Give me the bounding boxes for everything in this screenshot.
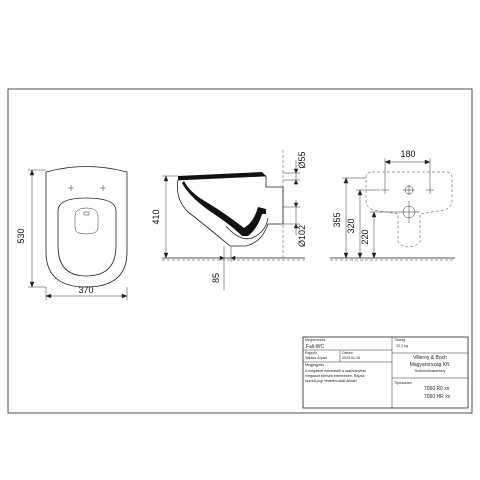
tb-date-label: Dátum [342,351,353,355]
front-width-dimension [45,287,128,300]
tb-company-2: Magyarország Kft. [410,362,451,368]
side-height-label: 410 [151,209,161,224]
front-inner-rim [74,207,99,235]
tb-weight-value: 20,3 kg [396,344,408,348]
tb-drawn-label: Rajzolo [305,351,317,355]
tb-name-value: Fali-WC [306,344,324,350]
tb-company-3: Hódmezővásárhely [415,369,446,373]
seat-offset-label: 85 [211,273,221,283]
side-view: Ø55 Ø102 410 85 [151,150,307,290]
drawing-frame [7,88,473,414]
bolt-height-label: 320 [346,218,356,233]
bolt-spacing-dimension [384,158,431,186]
tb-name-label: Megnevezés [305,338,326,342]
total-height-label: 355 [332,212,342,227]
fixing-mark-icon [68,185,106,191]
tb-type-1: 7060 R0 xx [424,386,450,392]
tb-weight-label: Tömeg [394,338,405,342]
tb-notes-line-2: megadott tűrések értelmében. Rajzok [305,374,365,378]
tb-type-label: Típusszám [394,381,412,385]
front-height-label: 530 [16,228,26,243]
front-bowl-outline [45,166,128,288]
side-reference-lines [283,172,300,225]
tb-company-1: Villeroy & Boch [413,355,447,361]
front-height-dimension [28,169,46,288]
tb-notes-line-1: A megadott méretektől a szabványban [305,369,366,373]
wall-view: 180 355 320 220 [330,149,455,261]
title-block [302,336,469,409]
side-bowl-interior [182,181,266,236]
side-height-dimension [162,175,178,259]
tb-notes-line-3: szerzői jogi védelem alatt állnak! [305,379,357,383]
front-width-label: 370 [78,285,93,295]
outlet-diameter-label: Ø102 [297,225,307,247]
tb-date-value: 2015.01.16 [342,356,360,360]
side-trap [225,217,269,240]
side-bowl-outline [177,175,284,247]
inlet-diameter-label: Ø55 [297,151,307,168]
front-seat-opening [57,197,117,277]
seat-offset-dimension [219,246,236,290]
inlet-dimension [293,160,299,185]
side-seat-top [178,172,266,180]
wall-outline [365,171,453,248]
bolt-spacing-label: 180 [400,149,415,159]
tb-notes-label: Megjegyzés [305,363,324,367]
front-view: 530 370 [16,166,128,300]
outlet-dimension [293,200,299,235]
outlet-cross-icon [398,201,420,223]
wall-vertical-dimensions [342,177,398,259]
fixing-bolt-icon [381,185,434,195]
tb-drawn-value: Takács Árpád [305,356,327,360]
tb-type-2: 7060 HR xx [424,394,451,400]
front-flush-hole [83,211,90,216]
outlet-height-label: 220 [360,229,370,244]
